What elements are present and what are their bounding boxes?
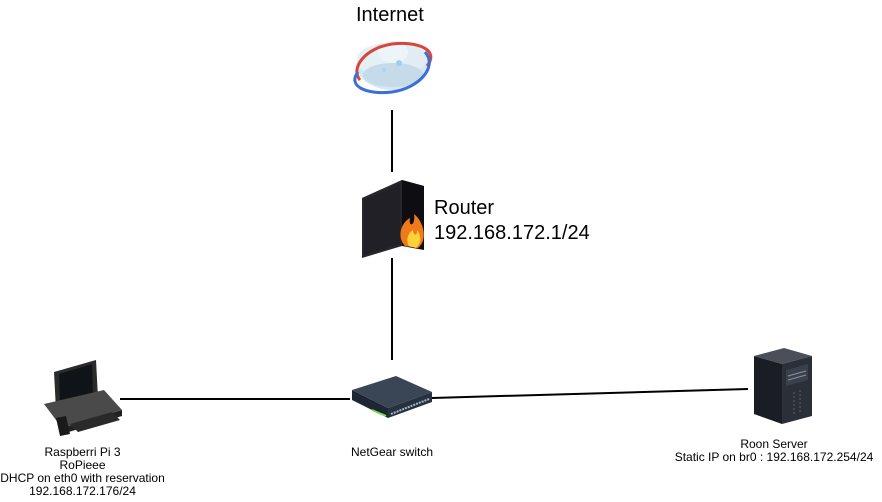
- roon-server-label: Roon Server Static IP on br0 : 192.168.1…: [668, 438, 880, 464]
- link-switch-server: [431, 388, 749, 399]
- cloud-globe-icon: [353, 41, 433, 95]
- internet-label: Internet: [356, 4, 424, 26]
- server-tower-icon: [754, 348, 812, 424]
- desktop-computer-icon: [44, 360, 122, 436]
- raspberry-pi-dhcp: DHCP on eth0 with reservation: [0, 471, 165, 485]
- raspberry-pi-ip: 192.168.172.176/24: [29, 484, 136, 498]
- router-address: 192.168.172.1/24: [434, 222, 590, 244]
- roon-server-ip: Static IP on br0 : 192.168.172.254/24: [674, 450, 874, 464]
- raspberry-pi-os: RoPieee: [59, 458, 106, 472]
- router-label: Router: [434, 197, 495, 219]
- firewall-router-icon: [362, 180, 424, 258]
- raspberry-pi-name: Raspberri Pi 3: [44, 445, 121, 459]
- raspberry-pi-label: Raspberri Pi 3 RoPieee DHCP on eth0 with…: [0, 446, 165, 498]
- network-switch-icon: [352, 376, 432, 418]
- switch-label: NetGear switch: [350, 445, 434, 459]
- roon-server-name: Roon Server: [740, 437, 808, 451]
